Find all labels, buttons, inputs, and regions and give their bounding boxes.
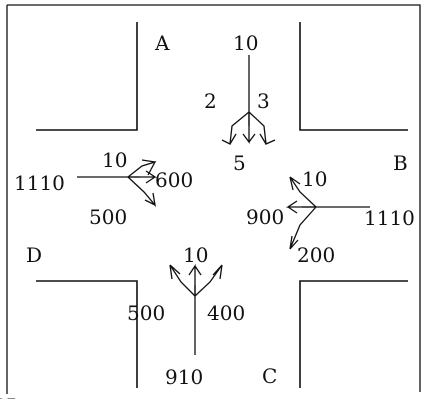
south-right-value: 400	[207, 301, 245, 325]
corner-label-b: B	[393, 151, 408, 175]
corner-label-a: A	[154, 31, 170, 55]
east-straight-arrow	[285, 200, 316, 214]
south-inflow-value: 910	[165, 365, 203, 389]
north-right-turn-arrow	[221, 111, 250, 145]
figure-frame	[6, 4, 421, 394]
road-edge-northeast	[299, 22, 408, 131]
west-inflow-value: 1110	[14, 171, 65, 195]
south-approach-arrows	[169, 263, 223, 355]
north-inflow-value: 10	[233, 31, 258, 55]
west-straight-value: 600	[155, 168, 193, 192]
south-straight-value: 10	[183, 243, 208, 267]
corner-label-d: D	[26, 243, 42, 267]
road-edge-southeast	[299, 280, 408, 388]
south-straight-arrow	[188, 263, 202, 296]
north-left-value: 2	[204, 89, 217, 113]
south-left-turn-arrow	[169, 264, 196, 297]
cropped-page-number: 27	[0, 395, 16, 399]
road-edge-northwest	[36, 22, 138, 131]
west-right-turn-arrow	[127, 176, 157, 208]
east-left-turn-arrow	[289, 206, 317, 250]
east-right-value: 10	[302, 167, 327, 191]
west-right-value: 500	[89, 205, 127, 229]
east-left-value: 200	[297, 243, 335, 267]
road-edge-southwest	[36, 280, 138, 388]
west-approach-arrows	[77, 159, 158, 208]
east-right-turn-arrow	[289, 176, 317, 208]
north-left-turn-arrow	[248, 111, 276, 145]
south-right-turn-arrow	[194, 264, 223, 297]
west-left-turn-arrow	[127, 159, 157, 178]
north-straight-arrow	[242, 112, 256, 144]
east-inflow-value: 1110	[364, 206, 415, 230]
corner-label-c: C	[262, 364, 277, 388]
north-approach-arrows	[221, 55, 276, 145]
north-straight-value: 5	[233, 151, 246, 175]
west-left-value: 10	[102, 148, 127, 172]
north-right-value: 3	[257, 89, 270, 113]
south-left-value: 500	[127, 301, 165, 325]
east-approach-arrows	[285, 176, 370, 250]
west-straight-arrow	[128, 170, 158, 184]
east-straight-value: 900	[246, 205, 284, 229]
